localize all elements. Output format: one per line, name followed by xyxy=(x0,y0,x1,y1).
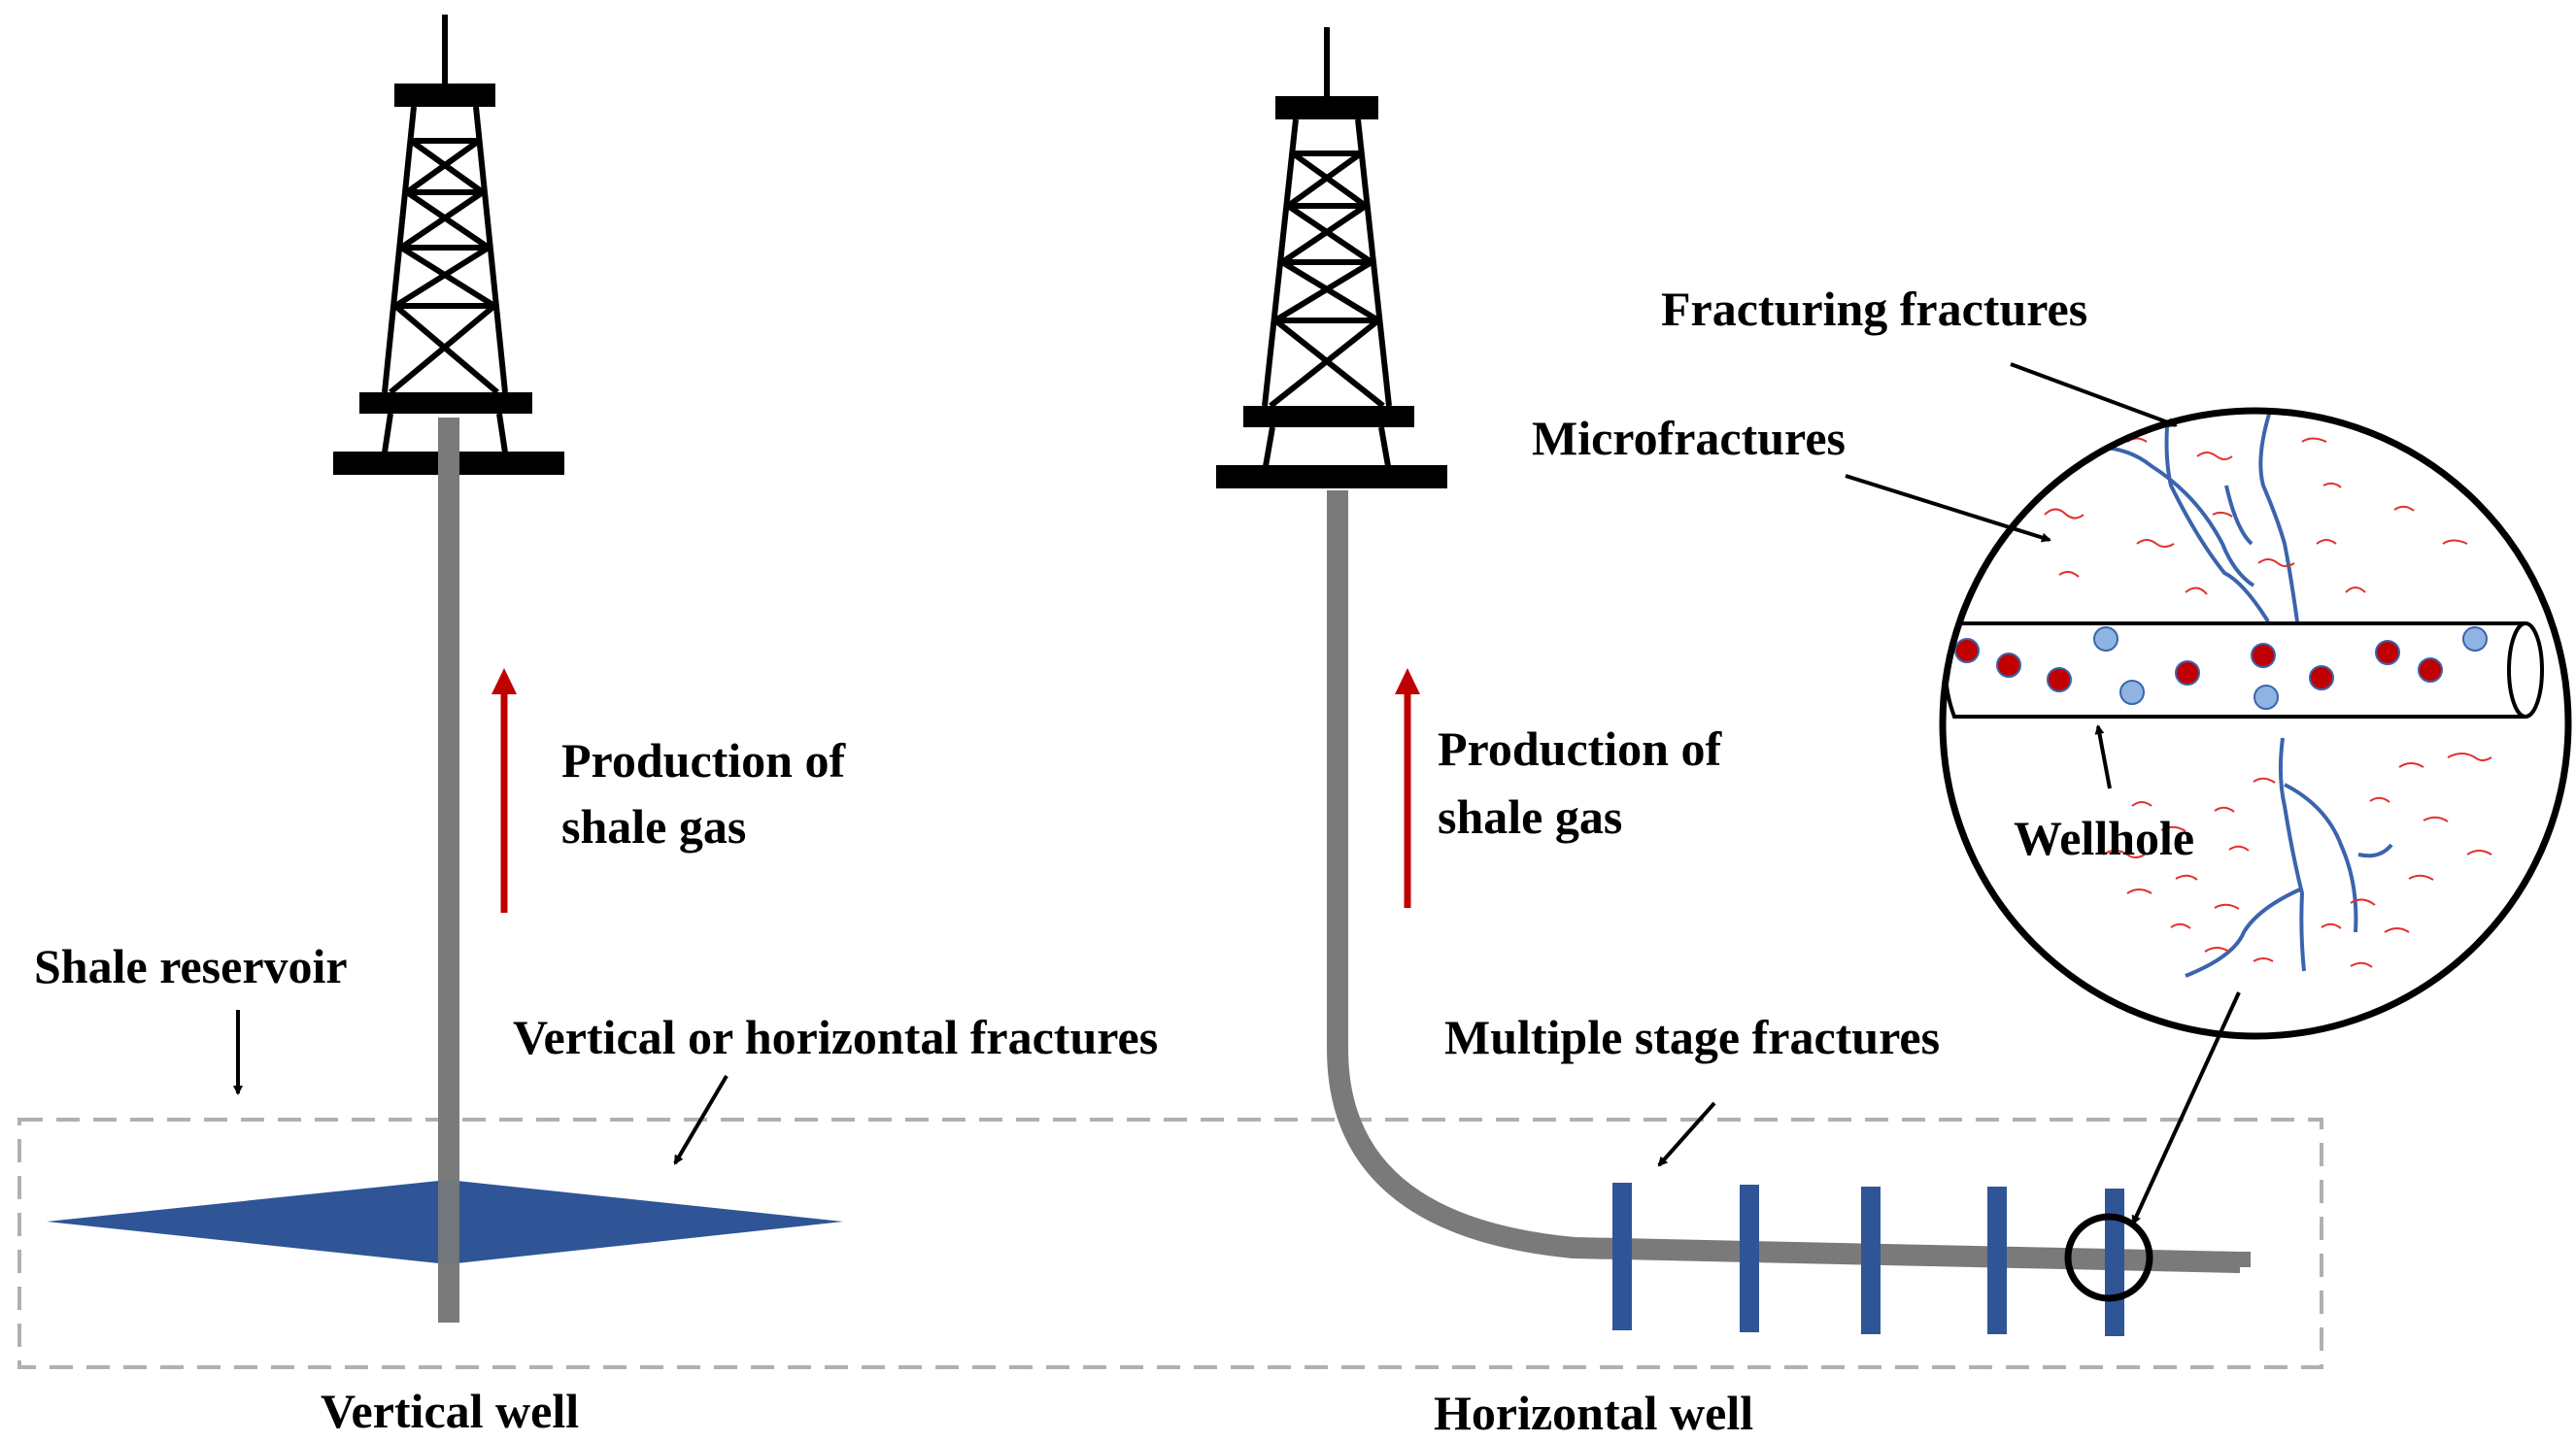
shale-reservoir-label: Shale reservoir xyxy=(34,939,348,993)
particle-blue xyxy=(2093,626,2118,652)
production-label-right-1: Production of xyxy=(1438,721,1722,776)
particle-red xyxy=(1954,638,1980,663)
vertical-derrick-icon xyxy=(333,15,564,475)
zoom-target-circle xyxy=(2064,1213,2153,1302)
particle-red xyxy=(2375,640,2400,665)
microfractures-label: Microfractures xyxy=(1532,411,1846,465)
wellhole-leader xyxy=(2094,724,2112,789)
wellhole-label: Wellhole xyxy=(2014,811,2194,865)
particle-blue xyxy=(2462,626,2488,652)
production-label-left-1: Production of xyxy=(561,733,846,788)
production-label-left-2: shale gas xyxy=(561,799,746,854)
production-label-right-2: shale gas xyxy=(1438,789,1622,844)
wellbore-tube xyxy=(1944,621,2544,719)
gas-particles xyxy=(1954,626,2488,710)
horizontal-derrick-icon xyxy=(1216,27,1447,488)
microfractures-leader xyxy=(1845,474,2051,543)
wellhole-zoom-view xyxy=(1939,407,2572,1040)
particle-blue xyxy=(2119,680,2145,705)
shale-reservoir-box xyxy=(17,1118,2323,1369)
particle-red xyxy=(2309,665,2334,690)
particle-red xyxy=(2047,667,2072,692)
horizontal-well-pipe xyxy=(1327,490,2241,1273)
stage-fracture xyxy=(1987,1187,2007,1334)
fracturing-fractures-label: Fracturing fractures xyxy=(1661,282,2087,336)
stage-fracture xyxy=(1861,1187,1881,1334)
horizontal-well-label: Horizontal well xyxy=(1434,1386,1753,1440)
stage-fracture xyxy=(2105,1189,2124,1336)
vertical-fractures-leader xyxy=(673,1074,729,1165)
particle-blue xyxy=(2254,685,2279,710)
stage-fracture xyxy=(1612,1183,1632,1330)
microfractures xyxy=(2044,437,2492,968)
stage-fracture xyxy=(1740,1185,1759,1332)
production-arrow-left xyxy=(491,668,517,913)
zoom-connector-arrow xyxy=(2131,991,2241,1225)
multiple-stage-fractures-label: Multiple stage fractures xyxy=(1444,1010,1940,1064)
particle-red xyxy=(2175,660,2200,686)
particle-red xyxy=(1996,653,2021,678)
particle-red xyxy=(2418,657,2443,683)
particle-red xyxy=(2251,643,2276,668)
vertical-or-horizontal-fractures-label: Vertical or horizontal fractures xyxy=(513,1010,1158,1064)
vertical-well-pipe xyxy=(438,418,459,1323)
fracturing-fractures-leader xyxy=(2010,362,2178,427)
multiple-stage-leader xyxy=(1657,1101,1716,1167)
vertical-well-label: Vertical well xyxy=(321,1384,579,1438)
production-arrow-right xyxy=(1395,668,1420,908)
fracturing-fractures-lower xyxy=(2185,737,2393,978)
